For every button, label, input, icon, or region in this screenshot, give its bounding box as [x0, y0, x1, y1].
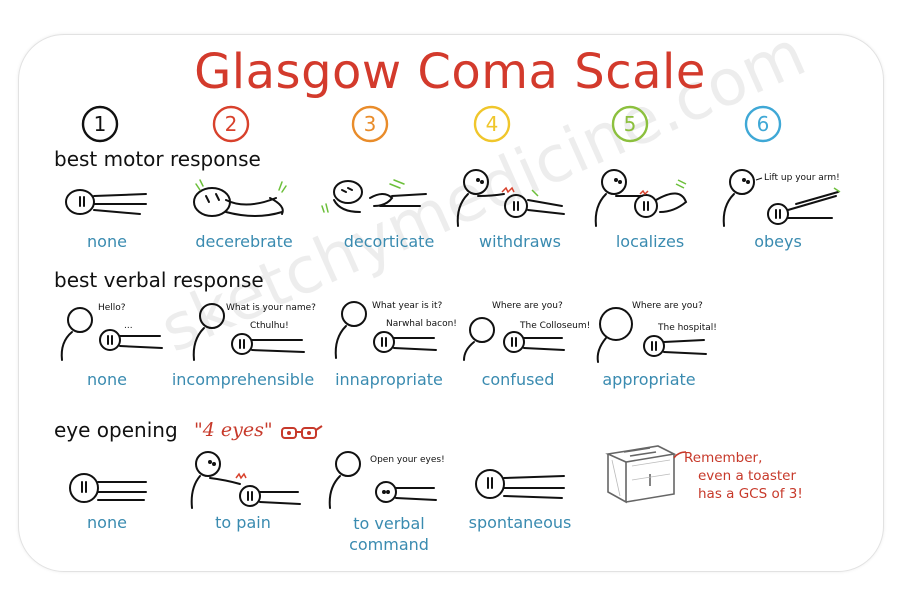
figure-motor-none — [65, 189, 147, 215]
card-background — [18, 34, 884, 572]
speech-inapp-a: Narwhal bacon! — [386, 319, 457, 329]
label-motor-decorticate: decorticate — [343, 232, 435, 251]
scale-number-4: 4 — [472, 104, 512, 144]
scale-number-text: 1 — [94, 112, 107, 136]
label-verbal-innapropriate: innapropriate — [335, 370, 443, 389]
scale-number-text: 3 — [364, 112, 377, 136]
figure-verbal-incomprehensible: What is your name? Cthulhu! — [192, 303, 316, 361]
remember-note: Remember, even a toaster has a GCS of 3! — [684, 449, 803, 503]
speech-incomp-q: What is your name? — [226, 303, 316, 313]
figure-verbal-innapropriate: What year is it? Narwhal bacon! — [334, 301, 457, 359]
four-eyes-note: "4 eyes" — [194, 419, 273, 441]
figure-motor-decorticate — [321, 179, 427, 213]
label-motor-withdraws: withdraws — [479, 232, 561, 251]
scale-number-text: 6 — [757, 112, 770, 136]
speech-conf-a: The Colloseum! — [519, 321, 590, 331]
figure-eye-spontaneous — [475, 469, 565, 499]
remember-line-2: even a toaster — [698, 468, 797, 484]
label-verbal-appropriate: appropriate — [602, 370, 696, 389]
speech-conf-q: Where are you? — [492, 301, 563, 311]
verbal-heading: best verbal response — [54, 268, 264, 292]
speech-appr-a: The hospital! — [657, 323, 717, 333]
speech-eye-verbal: Open your eyes! — [370, 455, 445, 465]
scale-number-text: 4 — [486, 112, 499, 136]
speech-none-q: Hello? — [98, 303, 126, 313]
scale-number-2: 2 — [211, 104, 251, 144]
speech-appr-q: Where are you? — [632, 301, 703, 311]
remember-line-3: has a GCS of 3! — [698, 486, 803, 502]
figure-eye-to-pain — [190, 451, 301, 509]
remember-line-1: Remember, — [684, 450, 763, 466]
label-verbal-confused: confused — [481, 370, 555, 389]
scale-number-5: 5 — [610, 104, 650, 144]
label-eye-spontaneous: spontaneous — [468, 513, 572, 532]
toaster-icon — [605, 445, 677, 504]
page-title: Glasgow Coma Scale — [194, 44, 706, 100]
label-motor-decerebrate: decerebrate — [195, 232, 293, 251]
glasses-icon — [281, 425, 323, 439]
scale-number-text: 2 — [225, 112, 238, 136]
scale-number-3: 3 — [350, 104, 390, 144]
label-verbal-none: none — [87, 370, 127, 389]
label-eye-to-verbal: to verbal command — [349, 514, 429, 554]
label-motor-localizes: localizes — [615, 232, 685, 251]
speech-inapp-q: What year is it? — [372, 301, 443, 311]
scale-number-6: 6 — [743, 104, 783, 144]
scale-number-1: 1 — [80, 104, 120, 144]
figure-eye-to-verbal: Open your eyes! — [328, 451, 445, 509]
label-eye-to-pain: to pain — [215, 513, 271, 532]
label-verbal-incomprehensible: incomprehensible — [171, 370, 315, 389]
label-eye-none: none — [87, 513, 127, 532]
label-motor-none: none — [87, 232, 127, 251]
speech-none-a: ... — [124, 321, 133, 331]
figure-motor-decerebrate — [193, 179, 287, 217]
figure-motor-withdraws — [456, 169, 565, 227]
eye-heading: eye opening — [54, 418, 178, 442]
remember-arrow — [673, 451, 687, 459]
figure-verbal-none: Hello? ... — [60, 303, 163, 361]
speech-incomp-a: Cthulhu! — [250, 321, 289, 331]
figure-motor-obeys: Lift up your arm! — [722, 169, 841, 227]
figure-motor-localizes — [594, 169, 688, 227]
figure-eye-none — [69, 473, 147, 503]
motor-heading: best motor response — [54, 147, 261, 171]
figure-verbal-confused: Where are you? The Colloseum! — [463, 301, 590, 361]
speech-obeys: Lift up your arm! — [764, 173, 840, 183]
scale-number-text: 5 — [624, 112, 637, 136]
label-motor-obeys: obeys — [754, 232, 802, 251]
figure-verbal-appropriate: Where are you? The hospital! — [596, 301, 717, 363]
